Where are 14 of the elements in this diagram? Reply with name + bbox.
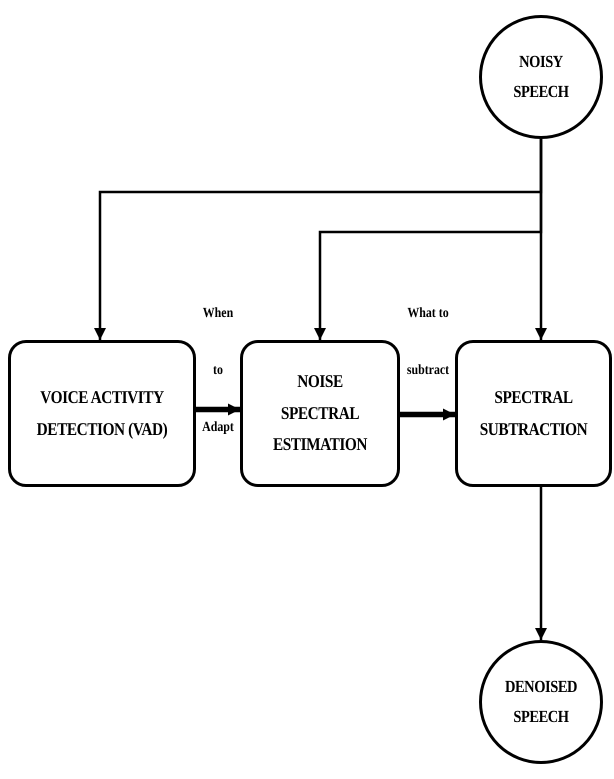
node-label: NOISE SPECTRAL ESTIMATION	[272, 370, 368, 456]
arrow	[535, 139, 547, 340]
process-box	[240, 340, 400, 487]
node-label: SPECTRAL SUBTRACTION	[478, 386, 588, 440]
arrow	[196, 404, 240, 416]
process-box	[455, 340, 612, 487]
process-box	[8, 340, 196, 487]
node-label: VOICE ACTIVITY DETECTION (VAD)	[36, 386, 168, 441]
node-label: NOISY SPEECH	[512, 51, 570, 103]
edge-label: When to Adapt	[201, 305, 235, 437]
node-label: DENOISED SPEECH	[504, 676, 578, 728]
arrow	[400, 408, 455, 420]
edge-label: What to subtract	[406, 305, 450, 380]
arrow	[535, 487, 547, 640]
